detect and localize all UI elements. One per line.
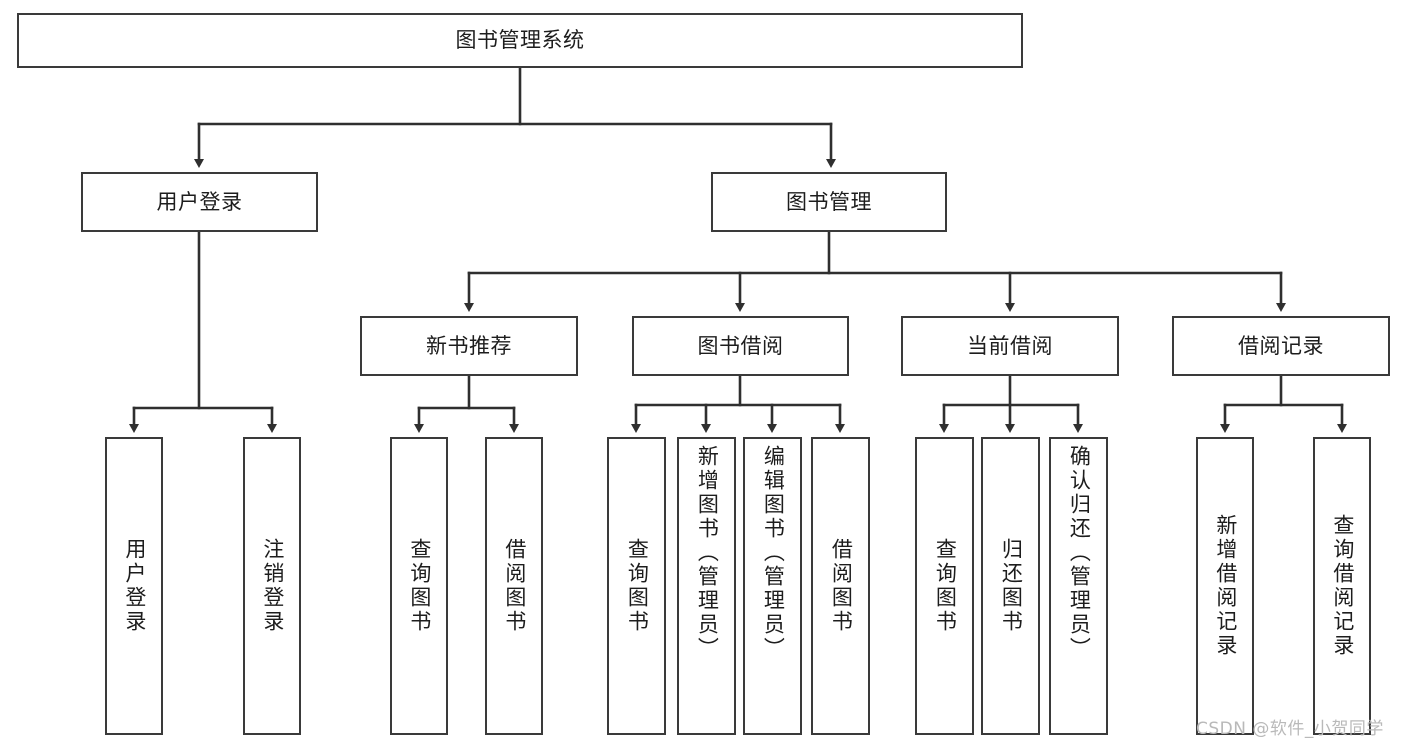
node-current-borrow[interactable]: 当前借阅 (901, 316, 1119, 376)
node-leaf-user-login-label: 用户登录 (122, 538, 147, 634)
node-book-manage[interactable]: 图书管理 (711, 172, 947, 232)
node-borrow-record-label: 借阅记录 (1238, 333, 1324, 358)
node-leaf-current-confirm-return[interactable]: 确认归还（管理员） (1049, 437, 1108, 735)
node-leaf-rec-query-book[interactable]: 查询图书 (390, 437, 448, 735)
node-leaf-record-query[interactable]: 查询借阅记录 (1313, 437, 1371, 735)
node-leaf-borrow-edit-book[interactable]: 编辑图书（管理员） (743, 437, 802, 735)
node-borrow-record[interactable]: 借阅记录 (1172, 316, 1390, 376)
node-leaf-borrow-add-book[interactable]: 新增图书（管理员） (677, 437, 736, 735)
node-root-label: 图书管理系统 (455, 28, 585, 53)
node-leaf-record-add[interactable]: 新增借阅记录 (1196, 437, 1254, 735)
node-leaf-record-query-label: 查询借阅记录 (1330, 514, 1355, 658)
node-new-book-recommend[interactable]: 新书推荐 (360, 316, 578, 376)
node-leaf-user-login[interactable]: 用户登录 (105, 437, 163, 735)
node-root[interactable]: 图书管理系统 (17, 13, 1023, 68)
node-leaf-user-logout[interactable]: 注销登录 (243, 437, 301, 735)
node-leaf-current-return-book[interactable]: 归还图书 (981, 437, 1040, 735)
node-leaf-borrow-query-book-label: 查询图书 (625, 538, 650, 634)
node-leaf-borrow-borrow-book[interactable]: 借阅图书 (811, 437, 870, 735)
node-leaf-borrow-borrow-book-label: 借阅图书 (829, 538, 854, 634)
node-leaf-record-add-label: 新增借阅记录 (1213, 514, 1238, 658)
node-book-manage-label: 图书管理 (786, 189, 872, 214)
node-user-login[interactable]: 用户登录 (81, 172, 318, 232)
node-book-borrow-label: 图书借阅 (697, 333, 784, 358)
node-leaf-current-query-book[interactable]: 查询图书 (915, 437, 974, 735)
node-leaf-borrow-add-book-label: 新增图书（管理员） (695, 445, 720, 661)
node-leaf-current-confirm-return-label: 确认归还（管理员） (1067, 445, 1092, 661)
node-leaf-borrow-edit-book-label: 编辑图书（管理员） (761, 445, 786, 661)
node-current-borrow-label: 当前借阅 (967, 333, 1053, 358)
node-leaf-user-logout-label: 注销登录 (260, 538, 285, 634)
node-leaf-rec-query-book-label: 查询图书 (407, 538, 432, 634)
node-leaf-rec-borrow-book[interactable]: 借阅图书 (485, 437, 543, 735)
node-leaf-borrow-query-book[interactable]: 查询图书 (607, 437, 666, 735)
node-user-login-label: 用户登录 (156, 189, 243, 214)
node-leaf-current-return-book-label: 归还图书 (999, 538, 1024, 634)
node-new-book-recommend-label: 新书推荐 (426, 333, 512, 358)
node-book-borrow[interactable]: 图书借阅 (632, 316, 849, 376)
node-leaf-current-query-book-label: 查询图书 (933, 538, 958, 634)
node-leaf-rec-borrow-book-label: 借阅图书 (502, 538, 527, 634)
